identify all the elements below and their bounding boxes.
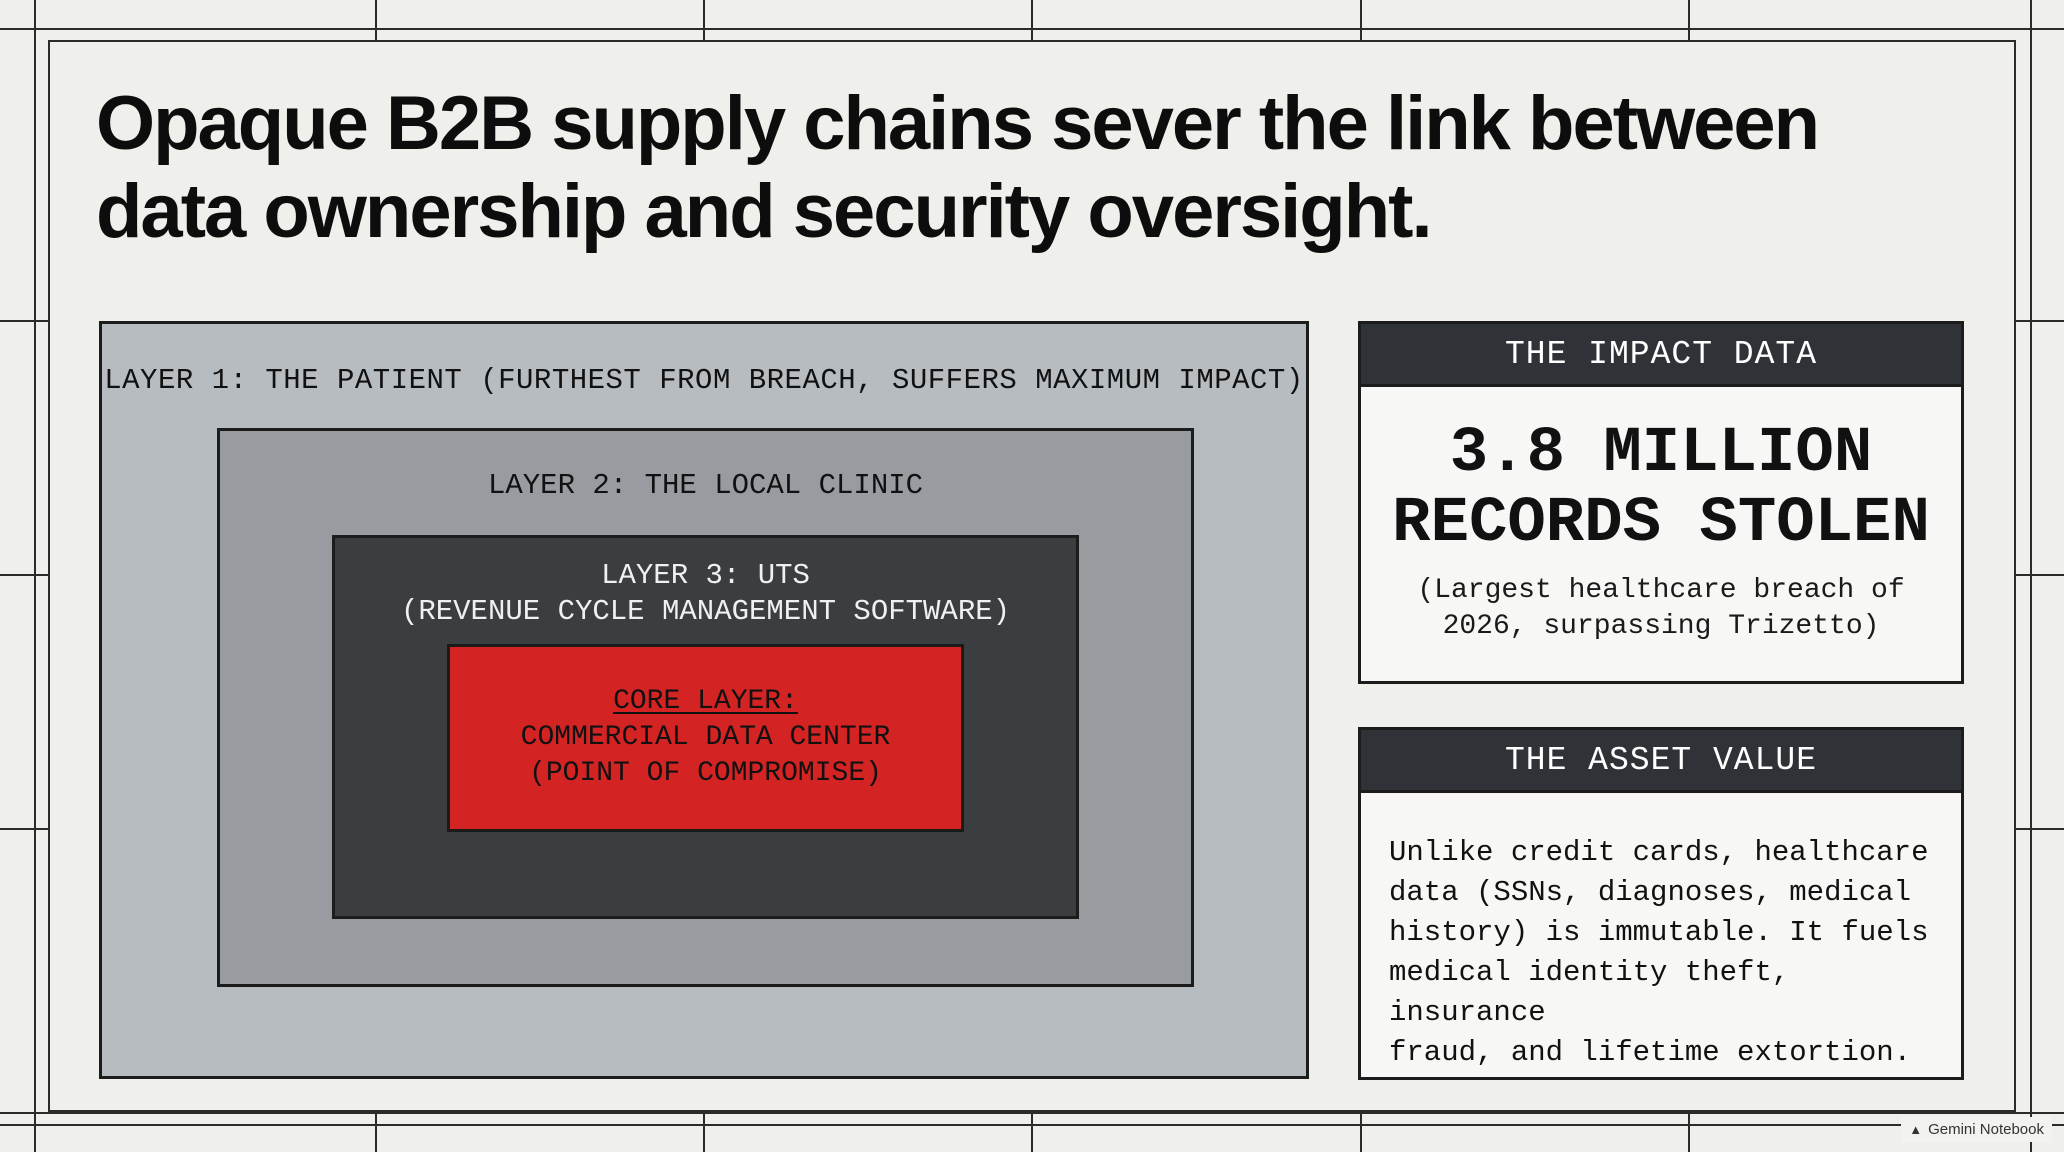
layer-1-patient: LAYER 1: THE PATIENT (FURTHEST FROM BREA… <box>99 321 1309 1079</box>
layer-1-label: LAYER 1: THE PATIENT (FURTHEST FROM BREA… <box>104 364 1304 397</box>
slide-title: Opaque B2B supply chains sever the link … <box>96 81 1820 254</box>
layer-2-label: LAYER 2: THE LOCAL CLINIC <box>487 469 924 502</box>
impact-stat-line2: RECORDS STOLEN <box>1392 488 1930 560</box>
grid-line <box>2016 574 2064 576</box>
grid-line <box>0 320 48 322</box>
layer-3-label: LAYER 3: UTS (REVENUE CYCLE MANAGEMENT S… <box>335 558 1076 630</box>
layer-2-clinic: LAYER 2: THE LOCAL CLINIC LAYER 3: UTS (… <box>217 428 1194 987</box>
grid-line <box>2016 320 2064 322</box>
asset-card-body: Unlike credit cards, healthcare data (SS… <box>1361 793 1961 1073</box>
grid-line <box>375 1112 377 1152</box>
grid-line <box>1688 1112 1690 1152</box>
impact-note-line2: 2026, surpassing Trizetto) <box>1442 611 1880 642</box>
layer-3-label-line1: LAYER 3: UTS <box>601 559 810 592</box>
watermark-label: Gemini Notebook <box>1928 1121 2044 1138</box>
impact-stat: 3.8 MILLION RECORDS STOLEN <box>1361 419 1961 559</box>
grid-line <box>2016 828 2064 830</box>
core-layer-line3: (POINT OF COMPROMISE) <box>529 758 882 789</box>
grid-line <box>1031 0 1033 40</box>
core-layer-title: CORE LAYER: <box>613 686 798 717</box>
grid-line <box>1360 0 1362 40</box>
asset-card-header: THE ASSET VALUE <box>1361 730 1961 793</box>
impact-stat-line1: 3.8 MILLION <box>1449 418 1873 490</box>
grid-line <box>34 0 36 1152</box>
layer-3-label-line2: (REVENUE CYCLE MANAGEMENT SOFTWARE) <box>400 595 1011 628</box>
impact-note: (Largest healthcare breach of 2026, surp… <box>1361 573 1961 645</box>
slide-frame <box>48 40 2016 1112</box>
grid-line <box>0 574 48 576</box>
core-layer-line2: COMMERCIAL DATA CENTER <box>520 722 891 753</box>
grid-line <box>1031 1112 1033 1152</box>
impact-data-card: THE IMPACT DATA 3.8 MILLION RECORDS STOL… <box>1358 321 1964 684</box>
gemini-notebook-watermark: ▲ Gemini Notebook <box>1901 1117 2052 1142</box>
grid-line <box>703 0 705 40</box>
grid-line <box>1688 0 1690 40</box>
grid-line <box>375 0 377 40</box>
grid-line <box>2030 0 2032 1152</box>
asset-body-line: Unlike credit cards, healthcare <box>1389 836 1929 869</box>
grid-line <box>0 828 48 830</box>
asset-value-card: THE ASSET VALUE Unlike credit cards, hea… <box>1358 727 1964 1080</box>
impact-card-header: THE IMPACT DATA <box>1361 324 1961 387</box>
grid-line <box>703 1112 705 1152</box>
gemini-notebook-icon: ▲ <box>1909 1122 1923 1137</box>
asset-body-line: fraud, and lifetime extortion. <box>1389 1036 1912 1069</box>
asset-body-line: medical identity theft, insurance <box>1389 956 1790 1029</box>
grid-line <box>1360 1112 1362 1152</box>
impact-note-line1: (Largest healthcare breach of <box>1417 575 1905 606</box>
asset-body-line: data (SSNs, diagnoses, medical <box>1389 876 1912 909</box>
layer-3-uts: LAYER 3: UTS (REVENUE CYCLE MANAGEMENT S… <box>332 535 1079 919</box>
asset-body-line: history) is immutable. It fuels <box>1389 916 1929 949</box>
core-layer-box: CORE LAYER: COMMERCIAL DATA CENTER (POIN… <box>447 644 964 832</box>
